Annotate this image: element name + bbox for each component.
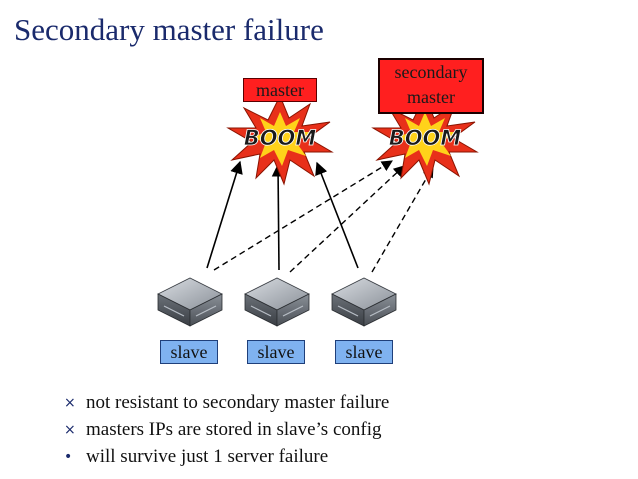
bullet-text: not resistant to secondary master failur… bbox=[86, 391, 390, 413]
secondary-label-line2: master bbox=[407, 87, 455, 107]
bullet-item: • will survive just 1 server failure bbox=[64, 443, 389, 470]
master-label: master bbox=[256, 80, 304, 100]
arrow-slave2-to-master bbox=[271, 163, 285, 271]
dashed-arrow-slave1-to-secondary bbox=[213, 160, 393, 271]
server-icon bbox=[157, 277, 223, 327]
bullet-text: masters IPs are stored in slave’s config bbox=[86, 418, 382, 440]
arrow-slave3-to-master bbox=[315, 161, 359, 269]
bullet-item: × masters IPs are stored in slave’s conf… bbox=[64, 416, 389, 443]
bullet-text: will survive just 1 server failure bbox=[86, 445, 329, 467]
arrow-slave1-to-master bbox=[206, 160, 243, 269]
boom-text: BOOM bbox=[244, 126, 317, 150]
dashed-arrow-slave2-to-secondary bbox=[289, 165, 405, 273]
explosion-secondary-icon: BOOM bbox=[371, 94, 479, 186]
server-icon bbox=[331, 277, 397, 327]
secondary-master-label-box: secondary master bbox=[378, 58, 484, 114]
bullet-list: × not resistant to secondary master fail… bbox=[64, 389, 389, 470]
bullet-dot-icon: • bbox=[64, 448, 73, 465]
server-icon bbox=[244, 277, 310, 327]
slave-label-3: slave bbox=[335, 340, 393, 364]
cross-icon: × bbox=[64, 421, 76, 438]
dashed-arrow-slave3-to-secondary bbox=[371, 166, 434, 273]
bullet-item: × not resistant to secondary master fail… bbox=[64, 389, 389, 416]
explosion-master-icon: BOOM bbox=[226, 94, 334, 186]
boom-text: BOOM bbox=[389, 126, 462, 150]
cross-icon: × bbox=[64, 394, 76, 411]
slave-label-2: slave bbox=[247, 340, 305, 364]
slide-title: Secondary master failure bbox=[14, 12, 324, 47]
master-label-box: master bbox=[243, 78, 317, 102]
slave-label-1: slave bbox=[160, 340, 218, 364]
secondary-label-line1: secondary bbox=[394, 62, 468, 82]
